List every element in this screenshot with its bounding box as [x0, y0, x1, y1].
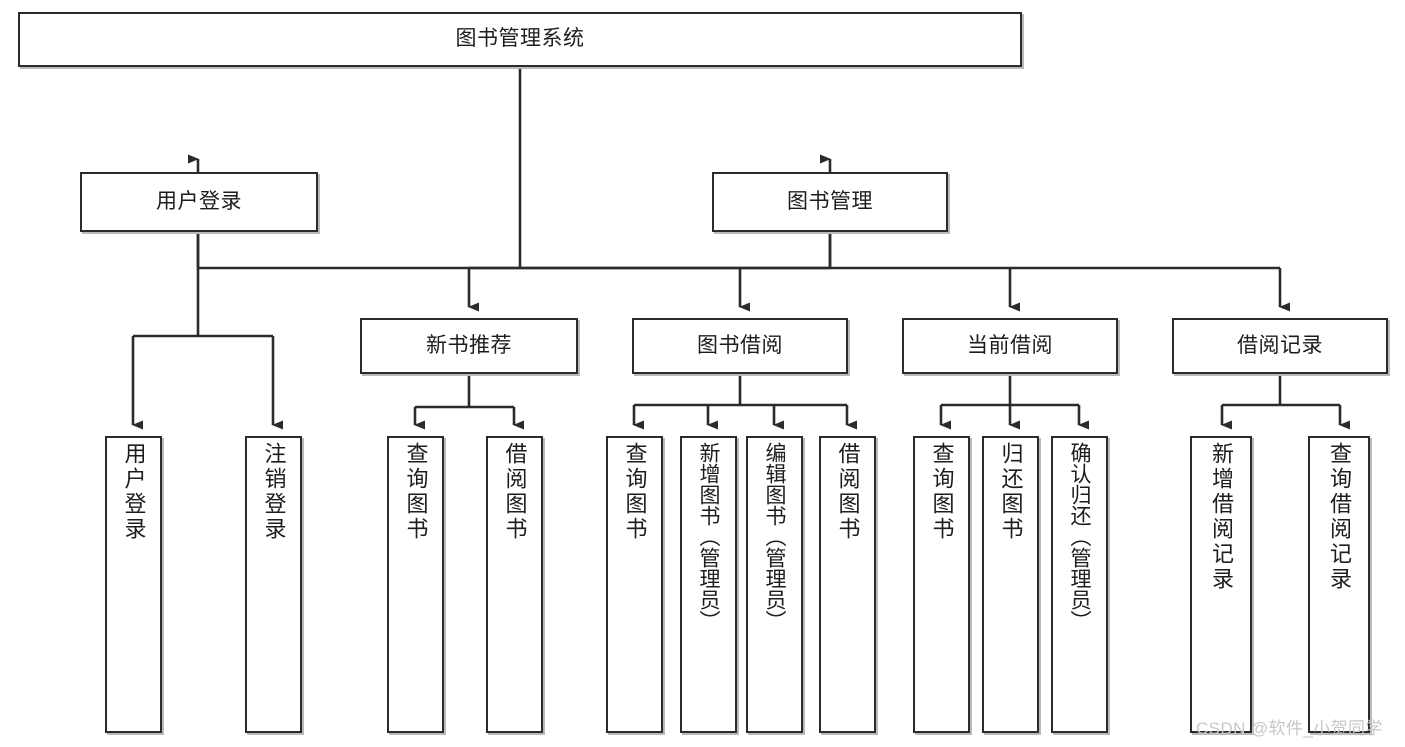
node-leaf-query-borrow-record[interactable]: 查询借阅记录 [1308, 436, 1370, 733]
node-leaf-edit-book-admin[interactable]: 编辑图书（管理员） [746, 436, 803, 733]
node-label: 用户登录 [121, 442, 147, 542]
node-label: 归还图书 [998, 442, 1024, 542]
node-leaf-query-book-borrow[interactable]: 查询图书 [606, 436, 663, 733]
node-label: 借阅图书 [835, 442, 861, 542]
node-leaf-user-login[interactable]: 用户登录 [105, 436, 162, 733]
node-label: 图书借阅 [697, 333, 783, 357]
node-label: 图书管理 [787, 189, 873, 213]
node-leaf-add-book-admin[interactable]: 新增图书（管理员） [680, 436, 737, 733]
node-label: 新增借阅记录 [1209, 442, 1234, 592]
node-label: 图书管理系统 [455, 27, 585, 51]
node-new-book-recommend[interactable]: 新书推荐 [360, 318, 578, 374]
node-current-borrow[interactable]: 当前借阅 [902, 318, 1118, 374]
node-label: 查询借阅记录 [1327, 442, 1352, 592]
node-label: 查询图书 [403, 442, 429, 542]
watermark-text: CSDN @软件_小贺同学 [1196, 719, 1383, 738]
node-root-book-management-system[interactable]: 图书管理系统 [18, 12, 1022, 67]
node-leaf-confirm-return-admin[interactable]: 确认归还（管理员） [1051, 436, 1108, 733]
node-label: 新书推荐 [426, 333, 512, 357]
node-leaf-logout-login[interactable]: 注销登录 [245, 436, 302, 733]
node-leaf-query-book-current[interactable]: 查询图书 [913, 436, 970, 733]
node-leaf-add-borrow-record[interactable]: 新增借阅记录 [1190, 436, 1252, 733]
node-label: 编辑图书（管理员） [763, 442, 786, 631]
node-book-borrow[interactable]: 图书借阅 [632, 318, 848, 374]
node-label: 借阅图书 [502, 442, 528, 542]
node-label: 新增图书（管理员） [697, 442, 720, 631]
node-label: 用户登录 [156, 189, 242, 213]
node-leaf-query-book-recommend[interactable]: 查询图书 [387, 436, 444, 733]
node-leaf-borrow-book-borrow[interactable]: 借阅图书 [819, 436, 876, 733]
node-book-management[interactable]: 图书管理 [712, 172, 948, 232]
node-label: 确认归还（管理员） [1068, 442, 1091, 631]
node-borrow-record[interactable]: 借阅记录 [1172, 318, 1388, 374]
node-leaf-borrow-book-recommend[interactable]: 借阅图书 [486, 436, 543, 733]
node-user-login[interactable]: 用户登录 [80, 172, 318, 232]
node-label: 查询图书 [929, 442, 955, 542]
node-label: 当前借阅 [967, 333, 1053, 357]
node-label: 注销登录 [261, 442, 287, 542]
node-label: 查询图书 [622, 442, 648, 542]
node-leaf-return-book[interactable]: 归还图书 [982, 436, 1039, 733]
node-label: 借阅记录 [1237, 333, 1323, 357]
